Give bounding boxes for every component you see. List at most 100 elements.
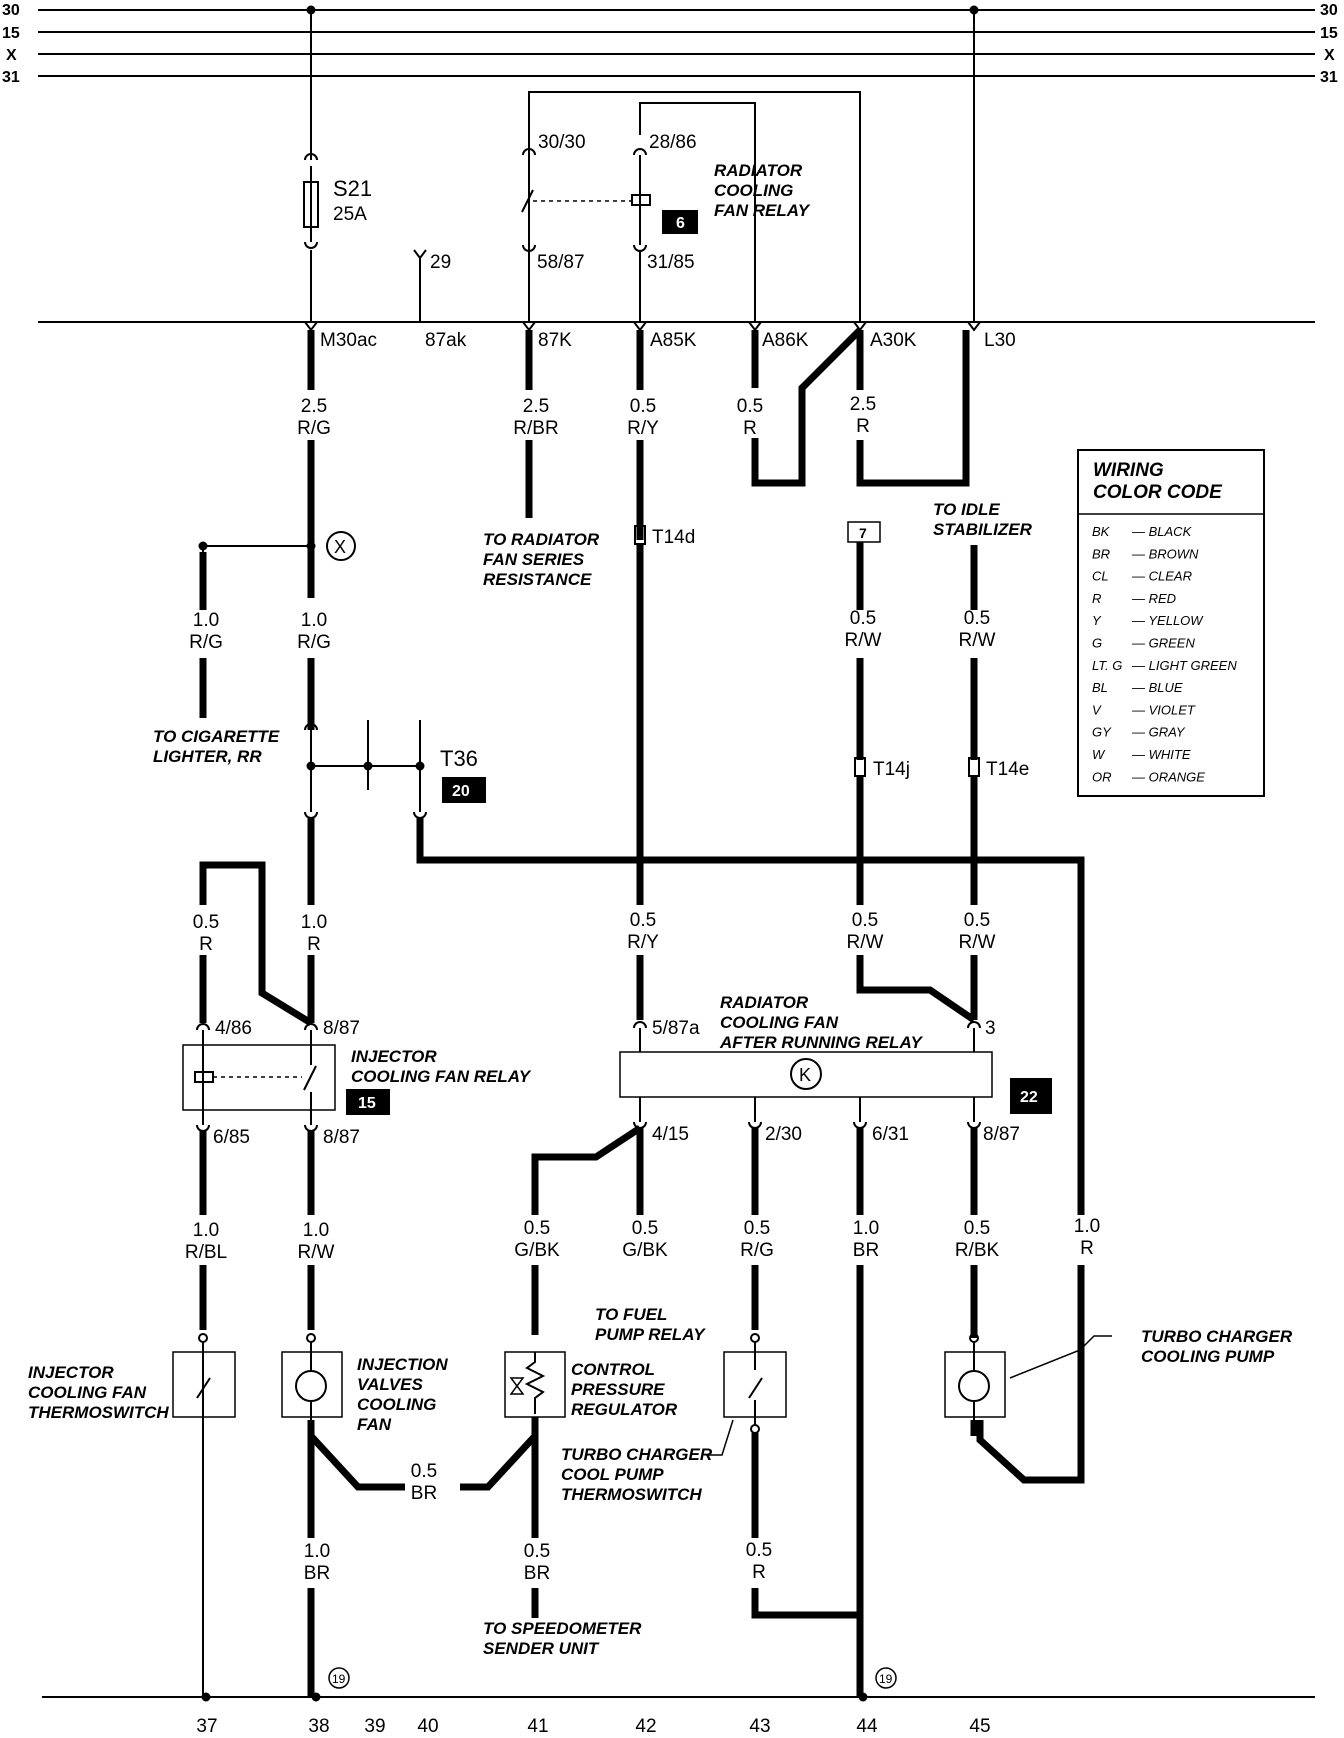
ar-conn-8-87 [967, 1121, 981, 1129]
ref20-box [442, 777, 486, 803]
terminal-28-86: 28/86 [649, 132, 697, 153]
note-to-speedo: TO SPEEDOMETER SENDER UNIT [483, 1619, 646, 1658]
t36-node-3 [415, 761, 425, 771]
terminal-4-86: 4/86 [215, 1018, 252, 1039]
wire-label-size: 0.5 [524, 1218, 550, 1239]
note-line: STABILIZER [933, 520, 1033, 539]
note-line: RADIATOR [720, 993, 809, 1012]
wire-label-size: 0.5 [630, 910, 656, 931]
terminal-87k: 87K [538, 330, 572, 351]
note-inj-valves-fan: INJECTION VALVES COOLING FAN [357, 1355, 452, 1434]
terminal-8-87-ar: 8/87 [983, 1124, 1020, 1145]
wire-label-color: R/G [740, 1240, 774, 1261]
wire-fan38-br [307, 1420, 405, 1491]
node-bus30-l30 [969, 5, 979, 15]
note-control-pressure: CONTROL PRESSURE REGULATOR [571, 1360, 678, 1419]
note-line: THERMOSWITCH [28, 1403, 169, 1422]
note-line: VALVES [357, 1375, 423, 1394]
cpr-hourglass [509, 1377, 525, 1395]
legend-code: LT. G [1092, 658, 1122, 673]
note-line: THERMOSWITCH [561, 1485, 702, 1504]
terminal-t36: T36 [440, 746, 478, 771]
column-number: 44 [856, 1716, 878, 1737]
turbo-thermo-leader [706, 1419, 734, 1456]
t36-conn-top-1 [304, 723, 318, 731]
wire-label-size: 0.5 [744, 1218, 770, 1239]
note-to-fuel-pump: TO FUEL PUMP RELAY [595, 1305, 706, 1344]
terminal-a86k: A86K [762, 330, 809, 351]
legend-color-name: — BLACK [1131, 524, 1193, 539]
legend-code: R [1092, 591, 1101, 606]
wire-t36-to-pump [416, 818, 1085, 1200]
t14j-connector [854, 757, 866, 777]
note-line: FAN RELAY [714, 201, 811, 220]
note-line: TURBO CHARGER [1141, 1327, 1293, 1346]
terminal-2-30: 2/30 [765, 1124, 802, 1145]
wire-label-color: R/Y [627, 932, 659, 953]
conn-l30 [967, 321, 981, 332]
ar-conn-3 [967, 1021, 981, 1029]
note-to-idle: TO IDLE STABILIZER [933, 500, 1033, 539]
k-symbol-circle [790, 1058, 822, 1090]
legend-color-name: — BROWN [1131, 546, 1199, 561]
t36-conn-bot-1 [304, 811, 318, 819]
ground-ref-19a [328, 1667, 350, 1689]
note-line: PRESSURE [571, 1380, 665, 1399]
inj-conn-8-87 [304, 1023, 318, 1031]
t36-node-2 [363, 761, 373, 771]
ground-ref-19b [875, 1667, 897, 1689]
node-bus30-fuse [306, 5, 316, 15]
bus-label-30-left: 30 [2, 2, 20, 19]
wire-label-color: R/BR [513, 418, 558, 439]
t14e-connector [968, 757, 980, 777]
terminal-a30k: A30K [870, 330, 917, 351]
column-number: 43 [749, 1716, 770, 1737]
wire-label-color: R/BK [955, 1240, 1000, 1261]
column-number: 37 [196, 1716, 217, 1737]
wire-label-size: 1.0 [304, 1541, 330, 1562]
note-line: LIGHTER, RR [153, 747, 262, 766]
legend-color-name: — RED [1131, 591, 1176, 606]
wire-label-size: 0.5 [964, 1218, 990, 1239]
note-line: REGULATOR [571, 1400, 678, 1419]
wire-label-color: R/G [297, 418, 331, 439]
x-symbol-label: X [334, 537, 346, 557]
note-line: TO SPEEDOMETER [483, 1619, 642, 1638]
ar-conn-6-31 [853, 1121, 867, 1129]
relay6-conn-31 [633, 244, 647, 252]
legend-color-name: — YELLOW [1131, 613, 1204, 628]
legend-color-name: — VIOLET [1131, 702, 1196, 717]
note-injector-relay: INJECTOR COOLING FAN RELAY [351, 1047, 532, 1086]
column-number: 40 [417, 1716, 438, 1737]
ref22-box [1010, 1078, 1052, 1114]
wire-label-size: 1.0 [193, 610, 219, 631]
terminal-t14j: T14j [873, 759, 910, 780]
note-line: INJECTOR [28, 1363, 114, 1382]
wire-label-size: 0.5 [850, 608, 876, 629]
ground-ref-19b-label: 19 [879, 1672, 893, 1686]
note-line: PUMP RELAY [595, 1325, 706, 1344]
wire-label-color: R/G [189, 632, 223, 653]
wire-label-size: 0.5 [964, 608, 990, 629]
terminal-6-85: 6/85 [213, 1127, 250, 1148]
thermo43-top-node [750, 1333, 760, 1343]
wire-label-color: BR [853, 1240, 879, 1261]
wire-label-color: R/W [298, 1242, 335, 1263]
ref-6: 6 [676, 215, 685, 232]
relay6-switch-blade [521, 189, 534, 213]
legend-code: BK [1092, 524, 1111, 539]
wire-label-color: R [743, 418, 757, 439]
conn-a85k [633, 321, 647, 332]
legend-code: BR [1092, 546, 1110, 561]
legend-color-name: — ORANGE [1131, 769, 1205, 784]
wire-label-size: 2.5 [523, 396, 549, 417]
note-line: COOL PUMP [561, 1465, 664, 1484]
legend-color-name: — LIGHT GREEN [1131, 658, 1237, 673]
terminal-5-87a: 5/87a [652, 1018, 700, 1039]
note-turbo-pump: TURBO CHARGER COOLING PUMP [1141, 1327, 1297, 1366]
relay6-coil [631, 194, 651, 206]
fuse-name: S21 [333, 176, 372, 201]
wire-label-color: R [307, 934, 321, 955]
relay6-inner-wire [639, 102, 756, 322]
